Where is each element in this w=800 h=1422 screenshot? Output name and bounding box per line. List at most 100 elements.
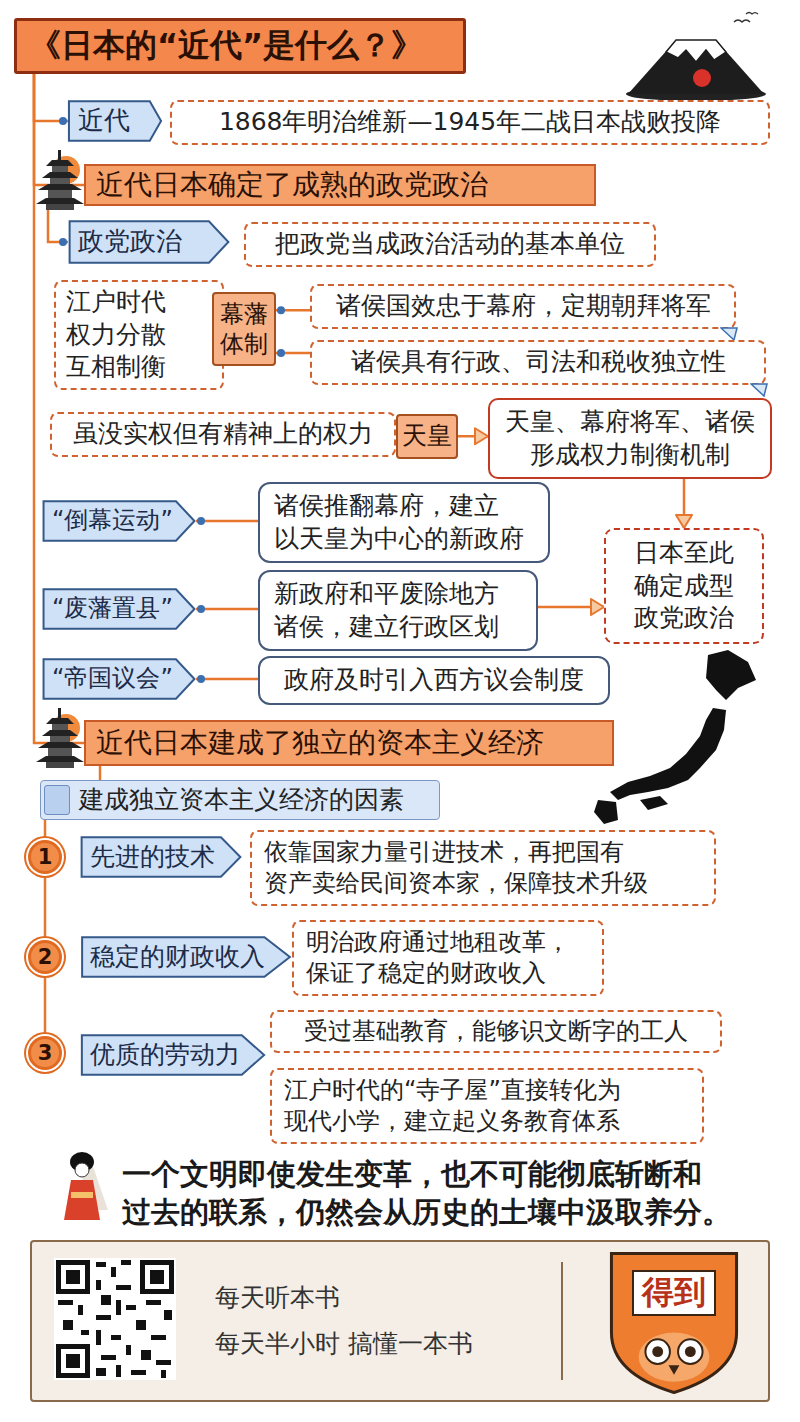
connector bbox=[45, 974, 46, 1036]
connector bbox=[458, 428, 488, 444]
callout-corner-part bbox=[751, 384, 767, 396]
label-shape-part bbox=[82, 1035, 264, 1074]
label-shape-part bbox=[44, 589, 195, 628]
box-text: 日本至此 确定成型 政党政治 bbox=[618, 537, 750, 635]
footer-divider bbox=[561, 1262, 563, 1380]
dashed-box: 虽没实权但有精神上的权力 bbox=[50, 412, 396, 457]
box-text: 优质的劳动力 bbox=[90, 1039, 240, 1072]
shield-shape-part bbox=[678, 1339, 702, 1364]
box-text: 把政党当成政治活动的基本单位 bbox=[275, 228, 625, 261]
connector bbox=[45, 874, 46, 940]
result-box: 天皇、幕府将军、诸侯 形成权力制衡机制 bbox=[488, 398, 772, 479]
connector-dot bbox=[277, 306, 285, 314]
box-text: 天皇、幕府将军、诸侯 形成权力制衡机制 bbox=[502, 406, 758, 471]
section-header: 近代日本确定了成熟的政党政治 bbox=[84, 164, 596, 206]
box-text: 近代 bbox=[78, 104, 130, 138]
label-shape-part bbox=[82, 837, 241, 876]
arrow-label: 政党政治 bbox=[68, 220, 230, 264]
label-shape-part bbox=[69, 101, 161, 140]
connector bbox=[34, 74, 84, 743]
box-text: 近代日本确定了成熟的政党政治 bbox=[96, 167, 488, 203]
callout-number: 3 bbox=[28, 1036, 62, 1070]
dashed-box: 把政党当成政治活动的基本单位 bbox=[244, 222, 656, 267]
logo-shield: 得到 bbox=[606, 1248, 742, 1398]
connector-line bbox=[196, 608, 258, 611]
box-text: 幕藩体制 bbox=[219, 299, 268, 359]
box-text: 建成独立资本主义经济的因素 bbox=[79, 784, 404, 817]
dashed-callout-box: 诸侯国效忠于幕府，定期朝拜将军 bbox=[310, 284, 736, 329]
arrow-label: 稳定的财政收入 bbox=[80, 936, 292, 978]
label-shape-part bbox=[44, 659, 195, 698]
box-text: 诸侯具有行政、司法和税收独立性 bbox=[351, 346, 726, 379]
connector-dot bbox=[277, 349, 285, 357]
event-box: 政府及时引入西方议会制度 bbox=[258, 656, 610, 705]
box-text: 得到 bbox=[632, 1270, 716, 1316]
connector bbox=[538, 599, 604, 615]
connector-line bbox=[99, 766, 102, 780]
box-text: 每天听本书 bbox=[215, 1282, 340, 1315]
box-text: 近代日本建成了独立的资本主义经济 bbox=[96, 725, 544, 761]
section-header: 近代日本建成了独立的资本主义经济 bbox=[84, 720, 614, 766]
connector-dot bbox=[197, 605, 205, 613]
box-text: “废藩置县” bbox=[52, 593, 173, 624]
event-box: 诸侯推翻幕府，建立 以天皇为中心的新政府 bbox=[258, 482, 550, 563]
connector-dot bbox=[59, 117, 67, 125]
arrow-label: “倒幕运动” bbox=[42, 500, 196, 542]
mount-fuji bbox=[626, 13, 766, 102]
box-text: 明治政府通过地租改革， 保证了稳定的财政收入 bbox=[306, 927, 590, 989]
connector bbox=[34, 74, 68, 125]
connector bbox=[196, 517, 258, 525]
box-text: 政党政治 bbox=[78, 225, 182, 259]
qr-code bbox=[54, 1258, 176, 1380]
japan-map bbox=[594, 650, 756, 824]
dashed-box: 明治政府通过地租改革， 保证了稳定的财政收入 bbox=[292, 920, 604, 996]
shield-shape-part bbox=[611, 1253, 736, 1392]
quote-text: 一个文明即使发生变革，也不可能彻底斩断和 过去的联系，仍然会从历史的土壤中汲取养… bbox=[122, 1156, 782, 1231]
box-text: 依靠国家力量引进技术，再把国有 资产卖给民间资本家，保障技术升级 bbox=[264, 837, 702, 899]
box-text: 《日本的“近代”是什么？》 bbox=[29, 25, 423, 67]
key-term-box: 天皇 bbox=[396, 414, 458, 459]
subheading-box: 建成独立资本主义经济的因素 bbox=[40, 780, 440, 820]
arrow-head bbox=[475, 428, 488, 444]
arrow-label: 先进的技术 bbox=[80, 836, 242, 878]
title-box: 《日本的“近代”是什么？》 bbox=[14, 18, 466, 74]
box-text: 受过基础教育，能够识文断字的工人 bbox=[304, 1016, 688, 1047]
connector-line bbox=[48, 206, 68, 242]
connector bbox=[100, 766, 101, 780]
connector-line bbox=[34, 74, 84, 743]
arrow-head bbox=[676, 515, 692, 528]
connector-dot bbox=[197, 675, 205, 683]
label-shape-part bbox=[70, 221, 229, 262]
connector-dot bbox=[197, 517, 205, 525]
box-text: 3 bbox=[38, 1043, 53, 1064]
box-text: 2 bbox=[38, 947, 53, 968]
connector bbox=[48, 206, 68, 246]
dashed-box: 受过基础教育，能够识文断字的工人 bbox=[270, 1010, 722, 1053]
pagoda-icon bbox=[36, 708, 84, 768]
connector-line bbox=[44, 974, 47, 1036]
key-term-box: 幕藩体制 bbox=[212, 292, 276, 366]
conclusion-box: 日本至此 确定成型 政党政治 bbox=[604, 528, 764, 644]
box-text: “帝国议会” bbox=[52, 663, 173, 694]
box-text: 诸侯推翻幕府，建立 以天皇为中心的新政府 bbox=[274, 490, 534, 555]
box-text: 政府及时引入西方议会制度 bbox=[284, 664, 584, 697]
box-text: 1 bbox=[38, 847, 53, 868]
shield-shape-part bbox=[685, 1346, 696, 1357]
dashed-callout-box: 诸侯具有行政、司法和税收独立性 bbox=[310, 340, 766, 385]
box-text: 江户时代 权力分散 互相制衡 bbox=[66, 286, 212, 384]
dashed-box: 1868年明治维新—1945年二战日本战败投降 bbox=[170, 100, 770, 145]
connector-line bbox=[44, 820, 47, 840]
connector bbox=[196, 605, 258, 613]
callout-number: 2 bbox=[28, 940, 62, 974]
pagoda-icon bbox=[36, 150, 84, 210]
box-text: 诸侯国效忠于幕府，定期朝拜将军 bbox=[336, 290, 711, 323]
footer-ground bbox=[31, 1241, 769, 1401]
connector bbox=[676, 479, 692, 528]
connector bbox=[276, 306, 310, 314]
arrow-label: “废藩置县” bbox=[42, 588, 196, 630]
dashed-box: 江户时代 权力分散 互相制衡 bbox=[54, 280, 224, 390]
box-text: 虽没实权但有精神上的权力 bbox=[73, 418, 373, 451]
connector-line bbox=[44, 874, 47, 940]
dashed-box: 江户时代的“寺子屋”直接转化为 现代小学，建立起义务教育体系 bbox=[270, 1068, 704, 1144]
box-text: 稳定的财政收入 bbox=[90, 941, 265, 974]
